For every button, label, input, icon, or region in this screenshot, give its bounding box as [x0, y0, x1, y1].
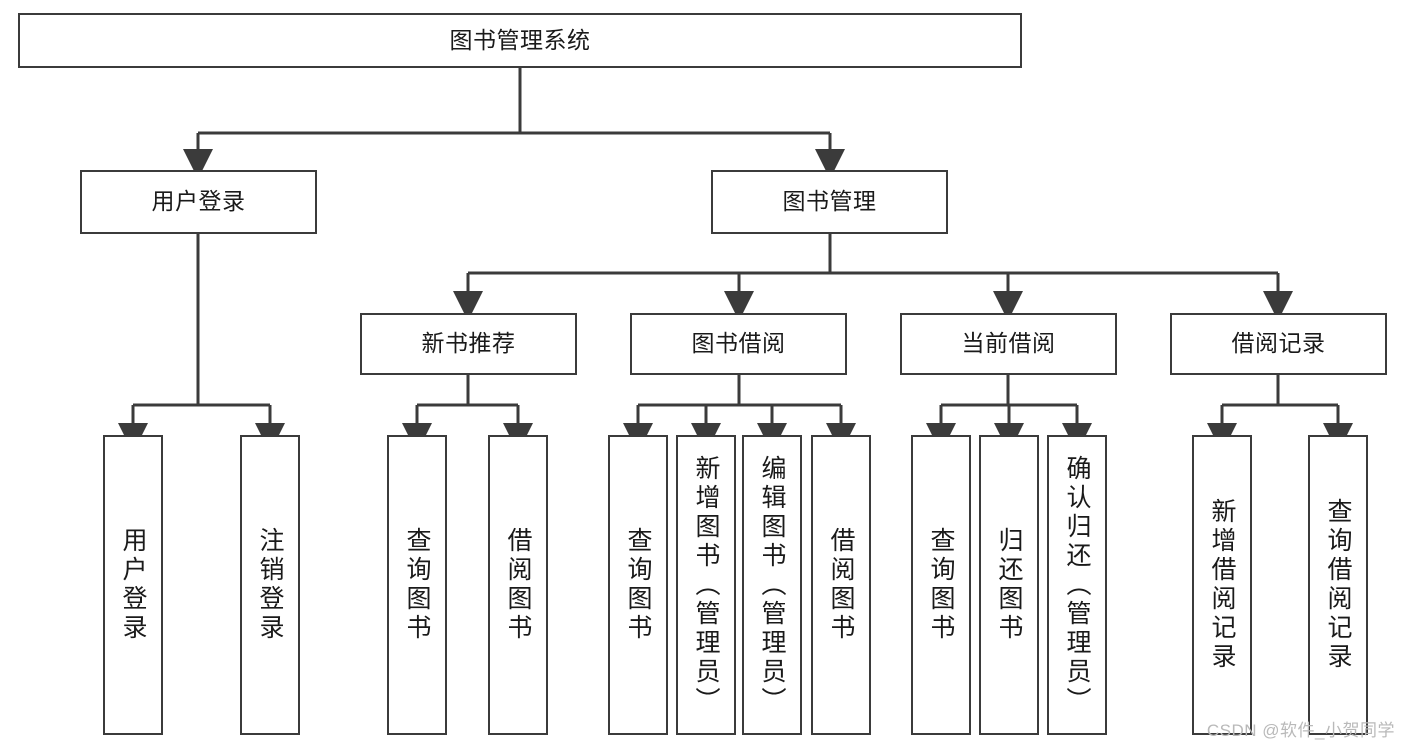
- node-leaf-return-book[interactable]: 归还图书: [979, 435, 1039, 735]
- node-leaf-confirm-return-label: 确认归还（管理员）: [1063, 454, 1091, 716]
- node-leaf-query-book-2-label: 查询图书: [624, 527, 652, 643]
- node-current-borrow[interactable]: 当前借阅: [900, 313, 1117, 375]
- node-root-label: 图书管理系统: [449, 26, 591, 53]
- node-leaf-borrow-book-1-label: 借阅图书: [504, 527, 532, 643]
- node-leaf-query-record-label: 查询借阅记录: [1324, 498, 1352, 672]
- node-leaf-add-book[interactable]: 新增图书（管理员）: [676, 435, 736, 735]
- node-borrow-record[interactable]: 借阅记录: [1170, 313, 1387, 375]
- node-leaf-query-book-3[interactable]: 查询图书: [911, 435, 971, 735]
- node-book-manage[interactable]: 图书管理: [711, 170, 948, 234]
- node-leaf-borrow-book-2-label: 借阅图书: [827, 527, 855, 643]
- node-leaf-confirm-return[interactable]: 确认归还（管理员）: [1047, 435, 1107, 735]
- node-current-borrow-label: 当前借阅: [961, 330, 1056, 357]
- node-leaf-return-book-label: 归还图书: [995, 527, 1023, 643]
- node-user-login[interactable]: 用户登录: [80, 170, 317, 234]
- node-new-book-rec[interactable]: 新书推荐: [360, 313, 577, 375]
- watermark: CSDN @软件_小贺同学: [1206, 721, 1395, 740]
- node-leaf-logout[interactable]: 注销登录: [240, 435, 300, 735]
- node-leaf-add-book-label: 新增图书（管理员）: [692, 454, 720, 716]
- node-book-manage-label: 图书管理: [782, 188, 877, 215]
- node-leaf-add-record[interactable]: 新增借阅记录: [1192, 435, 1252, 735]
- node-root[interactable]: 图书管理系统: [18, 13, 1022, 68]
- node-leaf-user-login[interactable]: 用户登录: [103, 435, 163, 735]
- node-book-borrow[interactable]: 图书借阅: [630, 313, 847, 375]
- node-leaf-borrow-book-2[interactable]: 借阅图书: [811, 435, 871, 735]
- node-leaf-borrow-book-1[interactable]: 借阅图书: [488, 435, 548, 735]
- node-leaf-logout-label: 注销登录: [256, 527, 284, 643]
- node-leaf-edit-book-label: 编辑图书（管理员）: [758, 454, 786, 716]
- node-borrow-record-label: 借阅记录: [1231, 330, 1326, 357]
- node-leaf-user-login-label: 用户登录: [119, 527, 147, 643]
- node-leaf-query-book-1-label: 查询图书: [403, 527, 431, 643]
- node-book-borrow-label: 图书借阅: [691, 330, 786, 357]
- node-leaf-edit-book[interactable]: 编辑图书（管理员）: [742, 435, 802, 735]
- node-new-book-rec-label: 新书推荐: [421, 330, 516, 357]
- node-leaf-add-record-label: 新增借阅记录: [1208, 498, 1236, 672]
- node-leaf-query-book-1[interactable]: 查询图书: [387, 435, 447, 735]
- node-user-login-label: 用户登录: [151, 188, 246, 215]
- node-leaf-query-book-3-label: 查询图书: [927, 527, 955, 643]
- node-leaf-query-book-2[interactable]: 查询图书: [608, 435, 668, 735]
- node-leaf-query-record[interactable]: 查询借阅记录: [1308, 435, 1368, 735]
